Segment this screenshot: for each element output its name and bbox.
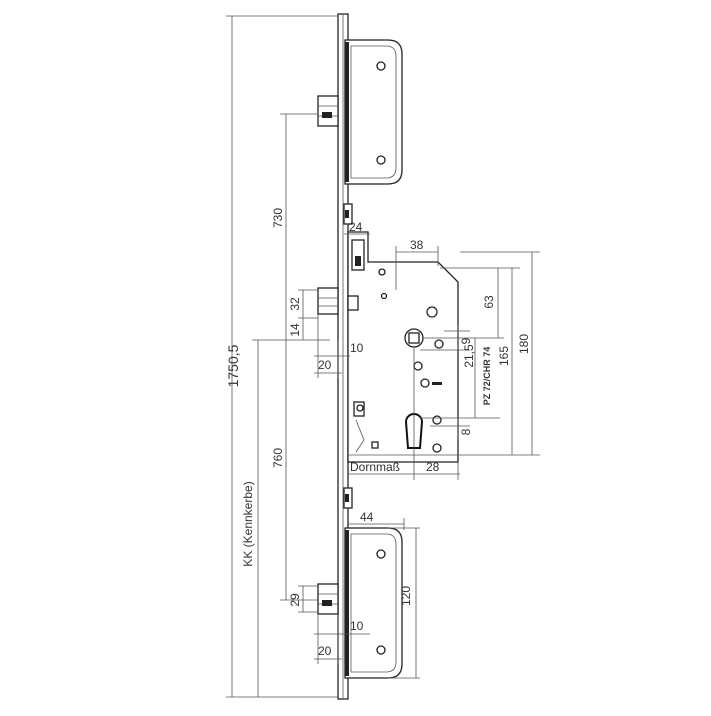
lower-connector <box>343 487 353 509</box>
label-24: 24 <box>349 220 363 234</box>
upper-hook-bolt <box>317 95 339 127</box>
dimension-labels: 1750,5 KK (Kennkerbe) 730 760 32 14 10 2… <box>225 208 531 658</box>
dimension-lines <box>226 15 540 698</box>
label-lower-20: 20 <box>318 644 332 658</box>
label-730: 730 <box>271 208 285 228</box>
label-dornmass: Dornmaß <box>350 460 400 474</box>
label-28: 28 <box>426 460 440 474</box>
label-10: 10 <box>350 341 364 355</box>
label-760: 760 <box>271 448 285 468</box>
label-38: 38 <box>410 238 424 252</box>
label-kk: KK (Kennkerbe) <box>241 481 255 566</box>
label-lower-10: 10 <box>350 619 364 633</box>
label-32: 32 <box>288 297 302 311</box>
lower-hook-bolt <box>317 583 339 615</box>
label-9: 9 <box>459 337 473 344</box>
upper-connector <box>343 203 353 225</box>
label-44: 44 <box>360 510 374 524</box>
label-8: 8 <box>459 428 473 435</box>
label-14: 14 <box>288 323 302 337</box>
lower-bolt-housing <box>344 527 403 679</box>
label-29: 29 <box>288 593 302 607</box>
label-total-length: 1750,5 <box>225 344 241 387</box>
upper-bolt-housing <box>344 39 403 185</box>
label-cylinder: PZ 72/CHR 74 <box>482 347 492 406</box>
label-180: 180 <box>517 334 531 354</box>
main-lock-body <box>317 231 459 463</box>
label-165: 165 <box>497 346 511 366</box>
label-120: 120 <box>399 586 413 606</box>
label-21-5: 21,5 <box>462 344 476 368</box>
label-63: 63 <box>482 295 496 309</box>
label-20: 20 <box>318 358 332 372</box>
